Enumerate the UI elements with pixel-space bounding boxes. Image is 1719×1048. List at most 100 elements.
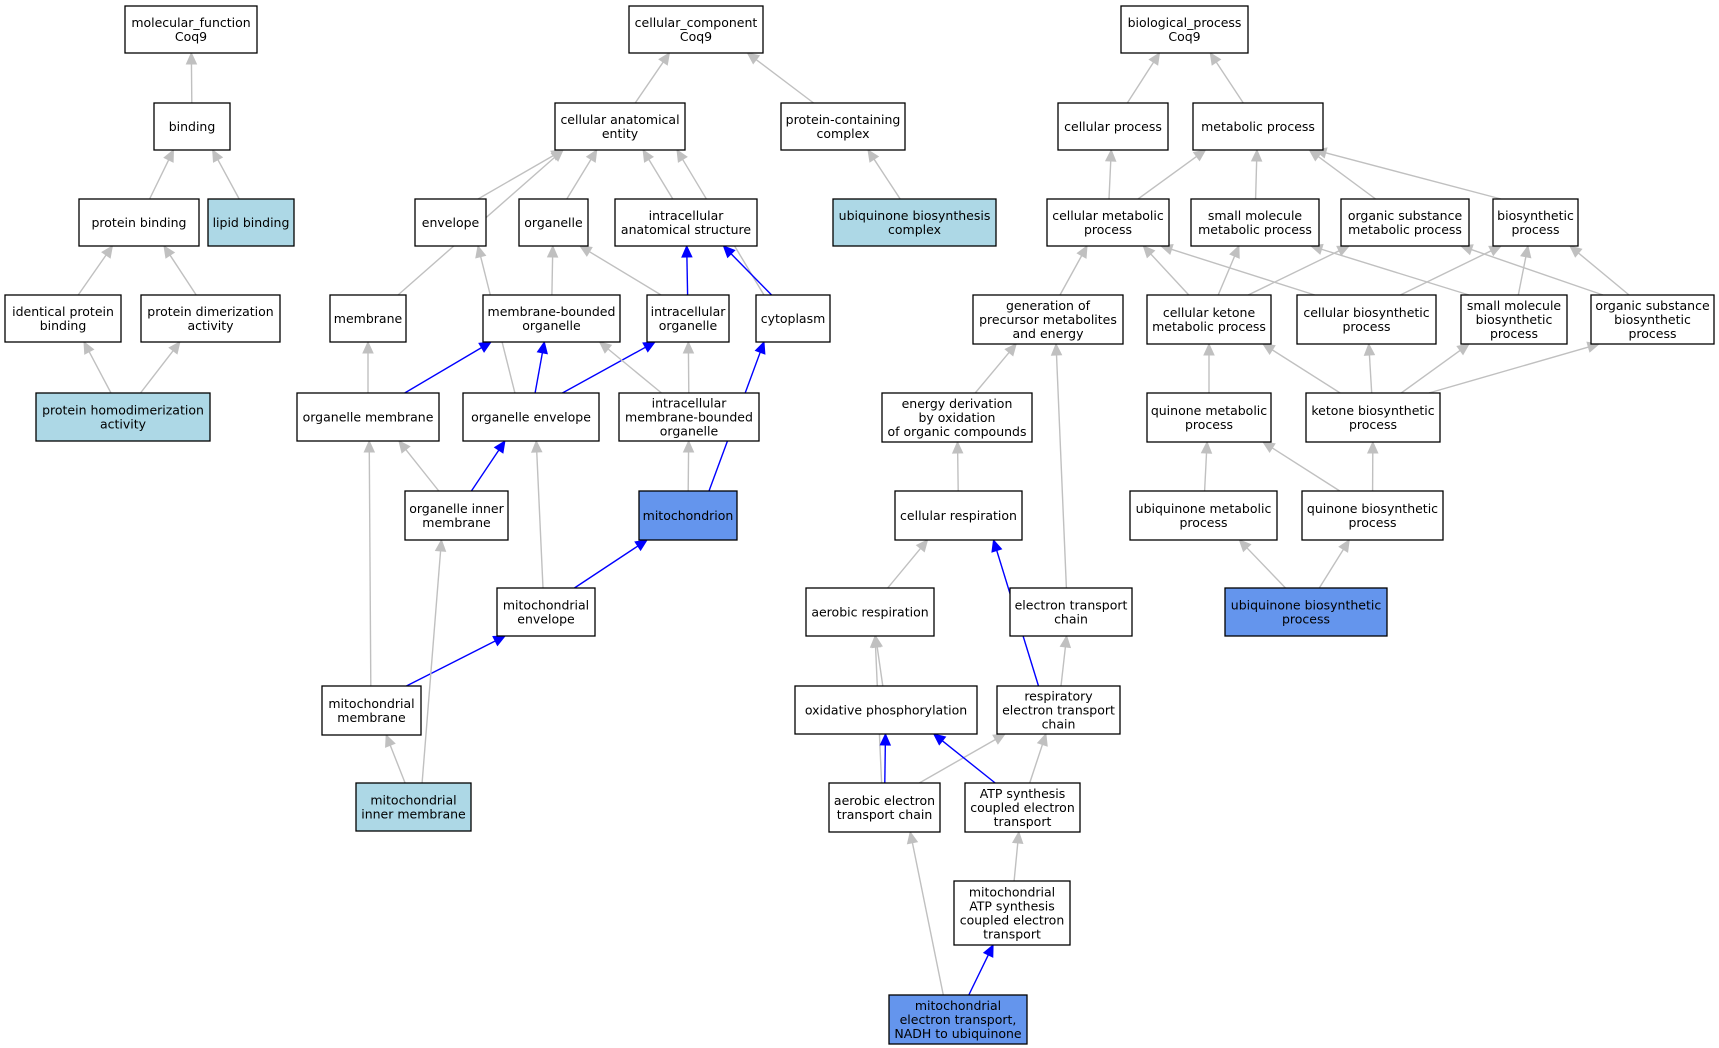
term-label-line: lipid binding [213,215,290,230]
term-box [1120,5,1249,54]
edge-line [589,251,662,296]
edge-line [1318,548,1345,589]
go-term-oxidative-phosphorylation[interactable]: oxidative phosphorylation [794,685,978,735]
term-label-line: cytoplasm [761,311,826,326]
term-box [638,490,738,541]
term-label-line: intracellular [651,304,727,319]
go-term-membrane[interactable]: membrane [329,294,407,343]
go-term-protein-binding[interactable]: protein binding [78,198,200,247]
term-label-line: chain [1054,612,1088,627]
term-box [1301,490,1444,541]
arrowhead-icon [682,340,695,354]
edge-line [1215,61,1244,104]
edge-mitochondrial-inner-membrane-to-organelle-inner-membrane [421,538,447,784]
edge-cellular-anatomical-entity-to-cc-root [634,52,671,104]
edge-line [1578,252,1630,296]
go-term-lipid-binding[interactable]: lipid binding [207,198,295,247]
term-box [832,198,997,247]
term-label-line: by oxidation [919,410,996,425]
go-term-organelle[interactable]: organelle [518,198,589,247]
term-label-line: entity [602,126,639,141]
go-term-aerobic-respiration[interactable]: aerobic respiration [805,587,935,637]
go-term-organelle-envelope[interactable]: organelle envelope [462,392,600,442]
edge-line [1060,646,1067,687]
term-box [1190,198,1320,247]
arrowhead-icon [722,245,736,259]
term-label-line: cellular anatomical [560,112,679,127]
term-label-line: quinone biosynthetic [1307,501,1438,516]
edge-protein-binding-to-binding [148,148,174,200]
term-label-line: intracellular [649,208,725,223]
term-label-line: energy derivation [902,396,1013,411]
term-box [462,392,600,442]
go-term-binding[interactable]: binding [153,102,231,151]
go-term-organelle-membrane[interactable]: organelle membrane [296,392,440,442]
term-label-line: membrane-bounded [488,304,616,319]
arrowhead-icon [1261,343,1276,356]
go-term-cellular-respiration[interactable]: cellular respiration [894,490,1023,541]
edge-mitochondrial-atp-synthesis-to-atp-synthesis-coupled-electron-transport [1011,830,1024,882]
term-label-line: process [1628,326,1676,341]
go-term-mitochondrion[interactable]: mitochondrion [638,490,738,541]
edge-binding-to-mf-root [185,51,198,104]
term-box [153,102,231,151]
go-term-cytoplasm[interactable]: cytoplasm [755,294,831,343]
edge-mitochondrial-inner-membrane-to-mitochondrial-membrane [385,733,406,784]
edge-line [1108,160,1112,200]
arrowhead-icon [1456,343,1470,356]
edge-line [873,158,901,200]
arrowhead-icon [362,340,374,354]
arrowhead-icon [1261,441,1276,454]
arrowhead-icon [754,340,766,355]
edge-line [648,159,674,200]
go-term-metabolic-process[interactable]: metabolic process [1192,102,1324,151]
go-term-cellular-process[interactable]: cellular process [1057,102,1169,151]
term-label-line: of organic compounds [888,424,1027,439]
go-term-envelope[interactable]: envelope [414,198,487,247]
term-label-line: organelle [522,318,581,333]
term-box [964,782,1081,833]
arrowhead-icon [1004,343,1017,357]
term-box [496,587,596,637]
term-label-line: binding [169,119,216,134]
edge-line [1029,744,1044,784]
